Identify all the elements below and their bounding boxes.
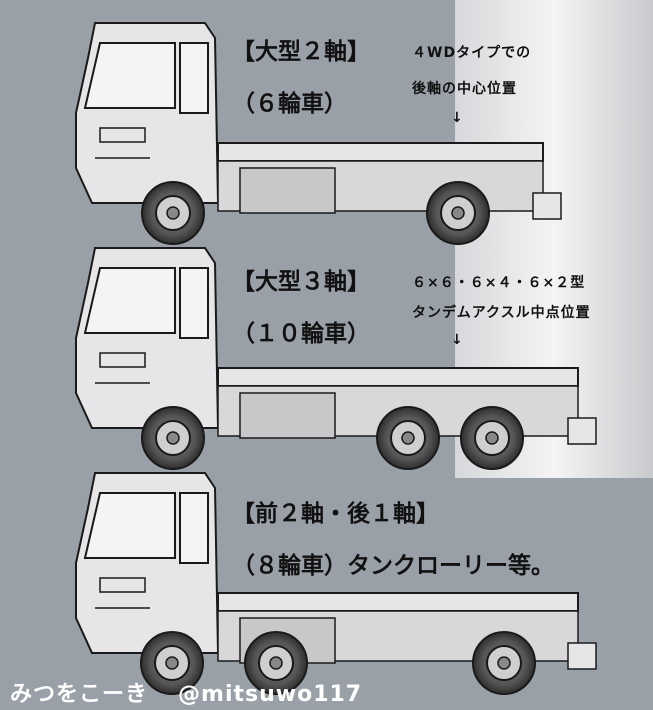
rear-bumper [567, 417, 597, 445]
wheel-hub [269, 656, 283, 670]
wheel-hub [497, 656, 511, 670]
windshield [83, 42, 176, 109]
truck-2-arrow: ↓ [451, 332, 464, 348]
truck-1-arrow: ↓ [451, 110, 464, 126]
chassis-rail [217, 367, 579, 387]
side-window [179, 267, 209, 339]
chassis-rail [217, 592, 579, 612]
truck-1-note-line-2: 後軸の中心位置 [412, 81, 517, 97]
side-window [179, 492, 209, 564]
wheel-hub [166, 206, 180, 220]
author-handle: @mitsuwo117 [178, 682, 363, 707]
rear-bumper [567, 642, 597, 670]
truck-2-axle [75, 22, 562, 245]
wheel-hub [401, 431, 415, 445]
fuel-tank [239, 167, 336, 214]
truck-3-subtitle: （８輪車）タンクローリー等。 [232, 553, 554, 579]
wheel-hub [165, 656, 179, 670]
truck-3-title: 【前２軸・後１軸】 [232, 501, 439, 527]
truck-2-note-line-1: ６×６・６×４・６×２型 [412, 275, 586, 291]
wheel-hub [166, 431, 180, 445]
truck-1-title: 【大型２軸】 [232, 39, 370, 65]
truck-front-2-rear-1-axle [75, 472, 597, 695]
truck-2-subtitle: （１０輪車） [232, 321, 370, 347]
wheel-hub [485, 431, 499, 445]
truck-2-note-line-2: タンデムアクスル中点位置 [412, 305, 591, 321]
headlight [99, 352, 146, 368]
wheel-hub [451, 206, 465, 220]
truck-1-note-line-1: ４WDタイプでの [412, 45, 532, 61]
fuel-tank [239, 392, 336, 439]
side-window [179, 42, 209, 114]
chassis-rail [217, 142, 544, 162]
truck-2-title: 【大型３軸】 [232, 269, 370, 295]
windshield [83, 492, 176, 559]
truck-3-axle [75, 247, 597, 470]
windshield [83, 267, 176, 334]
truck-1-subtitle: （６輪車） [232, 91, 347, 117]
rear-bumper [532, 192, 562, 220]
author-name: みつをこーき [10, 682, 149, 707]
headlight [99, 127, 146, 143]
headlight [99, 577, 146, 593]
credit: みつをこーき @mitsuwo117 [10, 676, 392, 708]
